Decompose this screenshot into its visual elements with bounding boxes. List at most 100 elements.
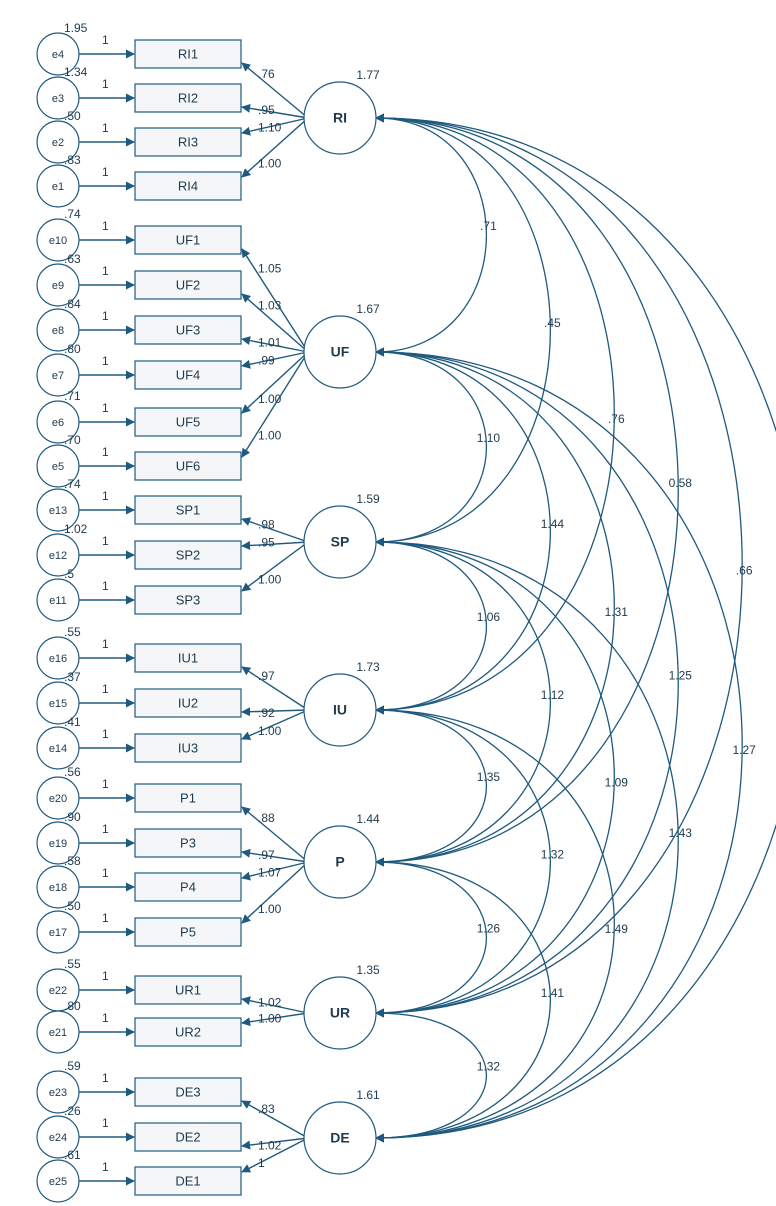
indicator-box bbox=[134, 643, 242, 673]
error-variance-label: .37 bbox=[64, 670, 81, 684]
error-term-circle bbox=[36, 263, 80, 307]
error-term-label: e13 bbox=[49, 505, 67, 517]
latent-variance-label: 1.77 bbox=[356, 68, 380, 82]
factor-loading-label: 1.03 bbox=[258, 299, 282, 313]
factor-loading-arrow bbox=[241, 806, 309, 863]
error-path-coefficient: 1 bbox=[102, 445, 109, 459]
error-term-label: e8 bbox=[52, 325, 64, 337]
indicator-box bbox=[134, 1017, 242, 1047]
covariance-arc bbox=[375, 113, 679, 867]
error-term-label: e21 bbox=[49, 1027, 67, 1039]
error-path-coefficient: 1 bbox=[102, 637, 109, 651]
error-term-circle bbox=[36, 488, 80, 532]
factor-loading-label: 1.07 bbox=[258, 865, 282, 879]
indicator-label: UR2 bbox=[175, 1024, 201, 1039]
error-path-coefficient: 1 bbox=[102, 777, 109, 791]
factor-loading-arrow bbox=[241, 62, 309, 119]
indicator-box bbox=[134, 783, 242, 813]
factor-loading-arrow bbox=[241, 117, 309, 136]
error-term-circle bbox=[36, 444, 80, 488]
covariance-arc bbox=[375, 347, 551, 715]
indicator-label: DE2 bbox=[175, 1129, 200, 1144]
error-path-coefficient: 1 bbox=[102, 354, 109, 368]
covariance-label: 1.32 bbox=[541, 848, 565, 862]
error-path-coefficient: 1 bbox=[102, 534, 109, 548]
latent-variance-label: 1.73 bbox=[356, 660, 380, 674]
covariance-arc bbox=[375, 347, 743, 1143]
error-variance-label: .55 bbox=[64, 625, 81, 639]
error-term-circle bbox=[36, 865, 80, 909]
covariance-arc bbox=[375, 347, 615, 867]
error-variance-label: .59 bbox=[64, 1059, 81, 1073]
latent-variance-label: 1.59 bbox=[356, 492, 380, 506]
factor-loading-arrow bbox=[241, 351, 309, 369]
covariance-arc bbox=[375, 347, 487, 547]
factor-loading-label: 1.00 bbox=[258, 1011, 282, 1025]
covariance-arc bbox=[375, 113, 615, 715]
error-path-coefficient: 1 bbox=[102, 264, 109, 278]
error-variance-label: 1.95 bbox=[64, 21, 88, 35]
latent-variance-label: 1.44 bbox=[356, 812, 380, 826]
latent-factor-circle bbox=[303, 825, 377, 899]
factor-loading-label: .88 bbox=[258, 811, 275, 825]
factor-loading-arrow bbox=[241, 1012, 309, 1027]
latent-factor-circle bbox=[303, 505, 377, 579]
indicator-box bbox=[134, 688, 242, 718]
error-variance-label: .5 bbox=[64, 567, 74, 581]
error-path-coefficient: 1 bbox=[102, 682, 109, 696]
latent-factor-label: UR bbox=[330, 1005, 350, 1021]
factor-loading-label: 1.01 bbox=[258, 336, 282, 350]
error-term-circle bbox=[36, 218, 80, 262]
error-path-coefficient: 1 bbox=[102, 1071, 109, 1085]
covariance-arc bbox=[375, 705, 615, 1143]
indicator-label: UF4 bbox=[176, 367, 201, 382]
error-term-circle bbox=[36, 776, 80, 820]
covariance-arc bbox=[375, 537, 551, 867]
factor-loading-arrow bbox=[241, 517, 309, 543]
error-term-label: e25 bbox=[49, 1176, 67, 1188]
covariance-label: .66 bbox=[736, 564, 753, 578]
covariance-label: 1.43 bbox=[669, 826, 693, 840]
latent-factor-label: IU bbox=[333, 702, 347, 718]
covariance-label: 1.09 bbox=[605, 776, 629, 790]
indicator-label: P3 bbox=[180, 835, 196, 850]
covariance-arc bbox=[375, 537, 679, 1143]
error-term-label: e9 bbox=[52, 280, 64, 292]
error-path-coefficient: 1 bbox=[102, 77, 109, 91]
covariance-label: .71 bbox=[480, 219, 497, 233]
indicator-box bbox=[134, 733, 242, 763]
indicator-label: RI4 bbox=[178, 178, 198, 193]
covariance-arc bbox=[375, 857, 488, 1018]
error-variance-label: 1.34 bbox=[64, 65, 88, 79]
factor-loading-arrow bbox=[241, 996, 309, 1014]
error-term-label: e4 bbox=[52, 49, 64, 61]
indicator-box bbox=[134, 975, 242, 1005]
factor-loading-arrow bbox=[241, 351, 309, 414]
indicator-box bbox=[134, 171, 242, 201]
covariance-arc bbox=[375, 347, 679, 1018]
error-term-circle bbox=[36, 76, 80, 120]
error-term-label: e11 bbox=[49, 595, 67, 607]
indicator-label: P1 bbox=[180, 790, 196, 805]
error-term-circle bbox=[36, 636, 80, 680]
latent-variance-label: 1.67 bbox=[356, 302, 380, 316]
indicator-box bbox=[134, 360, 242, 390]
error-term-label: e10 bbox=[49, 235, 67, 247]
indicator-box bbox=[134, 540, 242, 570]
covariance-arc bbox=[375, 113, 743, 1018]
error-variance-label: .74 bbox=[64, 477, 81, 491]
indicator-label: DE1 bbox=[175, 1173, 200, 1188]
error-term-label: e1 bbox=[52, 181, 64, 193]
error-variance-label: .71 bbox=[64, 389, 81, 403]
indicator-box bbox=[134, 917, 242, 947]
latent-factor-label: RI bbox=[333, 110, 347, 126]
error-term-label: e23 bbox=[49, 1087, 67, 1099]
error-term-label: e7 bbox=[52, 370, 64, 382]
factor-loading-label: .92 bbox=[258, 706, 275, 720]
indicator-label: P4 bbox=[180, 879, 196, 894]
latent-factor-label: UF bbox=[331, 344, 350, 360]
error-term-circle bbox=[36, 910, 80, 954]
factor-loading-label: 1 bbox=[258, 1156, 265, 1170]
error-path-coefficient: 1 bbox=[102, 1011, 109, 1025]
